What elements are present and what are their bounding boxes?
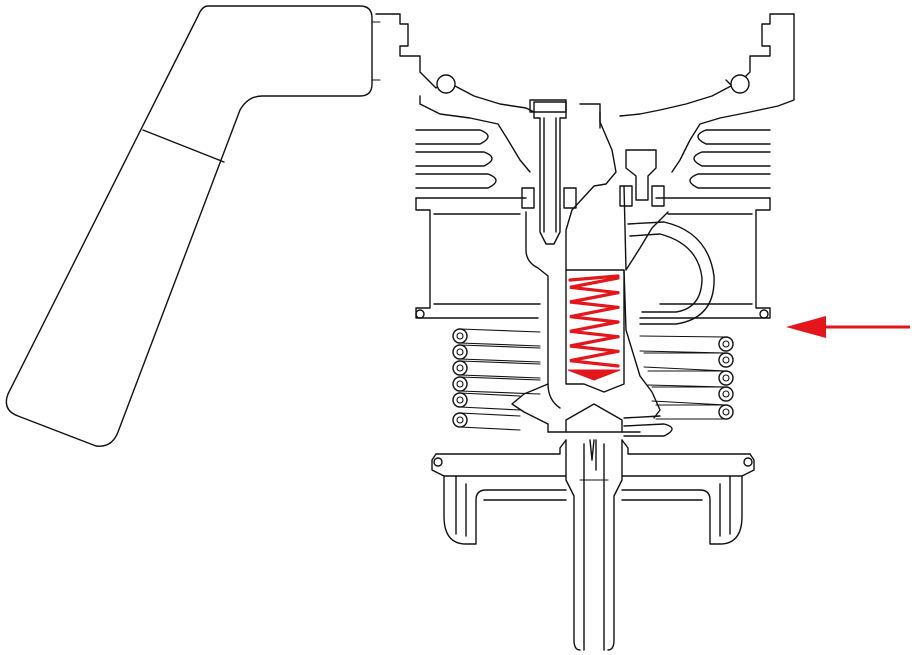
side-coil-tubes — [452, 328, 734, 431]
spring-coil — [569, 305, 620, 324]
outlet-nozzle — [565, 439, 623, 651]
bypass-tube — [623, 221, 715, 437]
right-coil-tubes — [639, 335, 734, 420]
spring — [567, 274, 621, 381]
spring-coil — [569, 349, 620, 368]
cooling-fins — [415, 129, 771, 319]
spring-base — [567, 369, 621, 381]
arrow-head — [786, 316, 826, 338]
spring-coil — [569, 320, 620, 339]
left-coil-tubes — [452, 328, 541, 431]
center-spindle — [511, 101, 669, 433]
lower-flange — [431, 439, 755, 545]
spring-coil — [569, 335, 620, 353]
spring-coil — [569, 276, 620, 295]
pointer-arrow — [786, 316, 910, 338]
cap-housing — [375, 13, 795, 173]
spring-coil — [569, 291, 620, 309]
handle — [5, 5, 381, 447]
spring-cap — [568, 274, 620, 282]
